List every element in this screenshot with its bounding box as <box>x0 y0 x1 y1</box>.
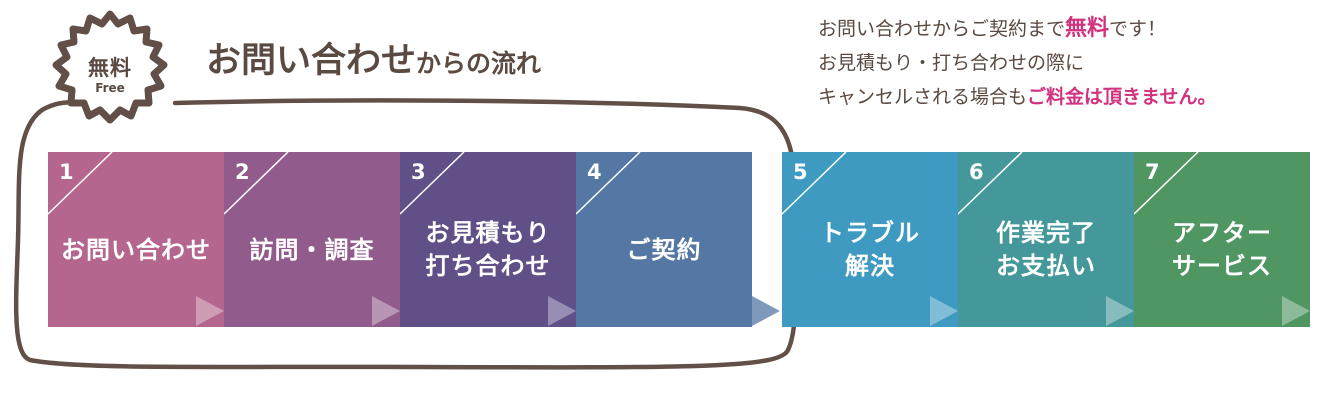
step-number: 2 <box>235 160 250 184</box>
step-label-line: トラブル <box>820 219 920 247</box>
badge-main-text: 無料 <box>88 56 132 80</box>
notice-free-highlight: 無料 <box>1065 16 1110 41</box>
notice-line-1: お問い合わせからご契約まで無料です！ <box>818 12 1216 46</box>
step-label: アフターサービス <box>1134 204 1310 296</box>
step-label-line: ご契約 <box>626 235 702 264</box>
notice-line-1-text: お問い合わせからご契約まで <box>818 18 1066 40</box>
step-number: 6 <box>969 160 984 184</box>
step-1: 1 お問い合わせ <box>48 152 224 327</box>
step-arrow-icon <box>1282 296 1310 326</box>
step-label-line: 訪問・調査 <box>249 235 375 264</box>
step-slash-decoration <box>224 152 289 215</box>
step-label-line: アフター <box>1172 219 1272 247</box>
step-label: ご契約 <box>576 204 752 296</box>
notice-line-3: キャンセルされる場合もご料金は頂きません。 <box>818 80 1216 114</box>
step-arrow-icon <box>372 296 400 326</box>
step-6: 6 作業完了お支払い <box>958 152 1134 327</box>
step-arrow-icon <box>930 296 958 326</box>
step-label-line: 作業完了 <box>996 219 1096 247</box>
step-arrow-icon <box>752 296 780 326</box>
step-7: 7 アフターサービス <box>1134 152 1310 327</box>
notice-line-2: お見積もり・打ち合わせの際に <box>818 52 1085 74</box>
step-slash-decoration <box>782 152 847 215</box>
step-number: 1 <box>59 160 74 184</box>
step-label: トラブル解決 <box>782 204 958 296</box>
step-label: 作業完了お支払い <box>958 204 1134 296</box>
step-slash-decoration <box>1134 152 1199 215</box>
notice-no-fee-highlight: ご料金は頂きません。 <box>1027 86 1217 108</box>
free-badge: 無料 Free <box>50 8 170 128</box>
page-title-main: お問い合わせ <box>206 41 417 81</box>
step-slash-decoration <box>48 152 113 215</box>
step-slash-decoration <box>576 152 641 215</box>
step-label-line: 打ち合わせ <box>425 252 551 280</box>
step-number: 3 <box>411 160 426 184</box>
step-5: 5 トラブル解決 <box>782 152 958 327</box>
step-label-line: お問い合わせ <box>61 235 211 264</box>
step-2: 2 訪問・調査 <box>224 152 400 327</box>
step-label-line: サービス <box>1172 252 1272 280</box>
page-title-sub: からの流れ <box>416 49 542 78</box>
step-arrow-icon <box>1106 296 1134 326</box>
step-4: 4 ご契約 <box>576 152 752 327</box>
step-slash-decoration <box>958 152 1023 215</box>
step-arrow-icon <box>548 296 576 326</box>
step-label: お見積もり打ち合わせ <box>400 204 576 296</box>
step-label: 訪問・調査 <box>224 204 400 296</box>
page-title: お問い合わせからの流れ <box>206 32 541 83</box>
step-label: お問い合わせ <box>48 204 224 296</box>
scalloped-badge-icon <box>52 10 168 124</box>
notice-line-3-text: キャンセルされる場合も <box>818 86 1028 108</box>
step-number: 7 <box>1145 160 1160 184</box>
badge-sub-text: Free <box>95 81 125 95</box>
step-number: 4 <box>587 160 602 184</box>
step-number: 5 <box>793 160 808 184</box>
step-label-line: お支払い <box>996 252 1096 280</box>
step-label-line: 解決 <box>845 252 895 280</box>
notice-line-1-end: です！ <box>1109 18 1167 40</box>
step-slash-decoration <box>400 152 465 215</box>
step-arrow-icon <box>196 296 224 326</box>
free-notice: お問い合わせからご契約まで無料です！ お見積もり・打ち合わせの際に キャンセルさ… <box>818 12 1216 114</box>
step-label-line: お見積もり <box>425 219 551 247</box>
step-3: 3 お見積もり打ち合わせ <box>400 152 576 327</box>
